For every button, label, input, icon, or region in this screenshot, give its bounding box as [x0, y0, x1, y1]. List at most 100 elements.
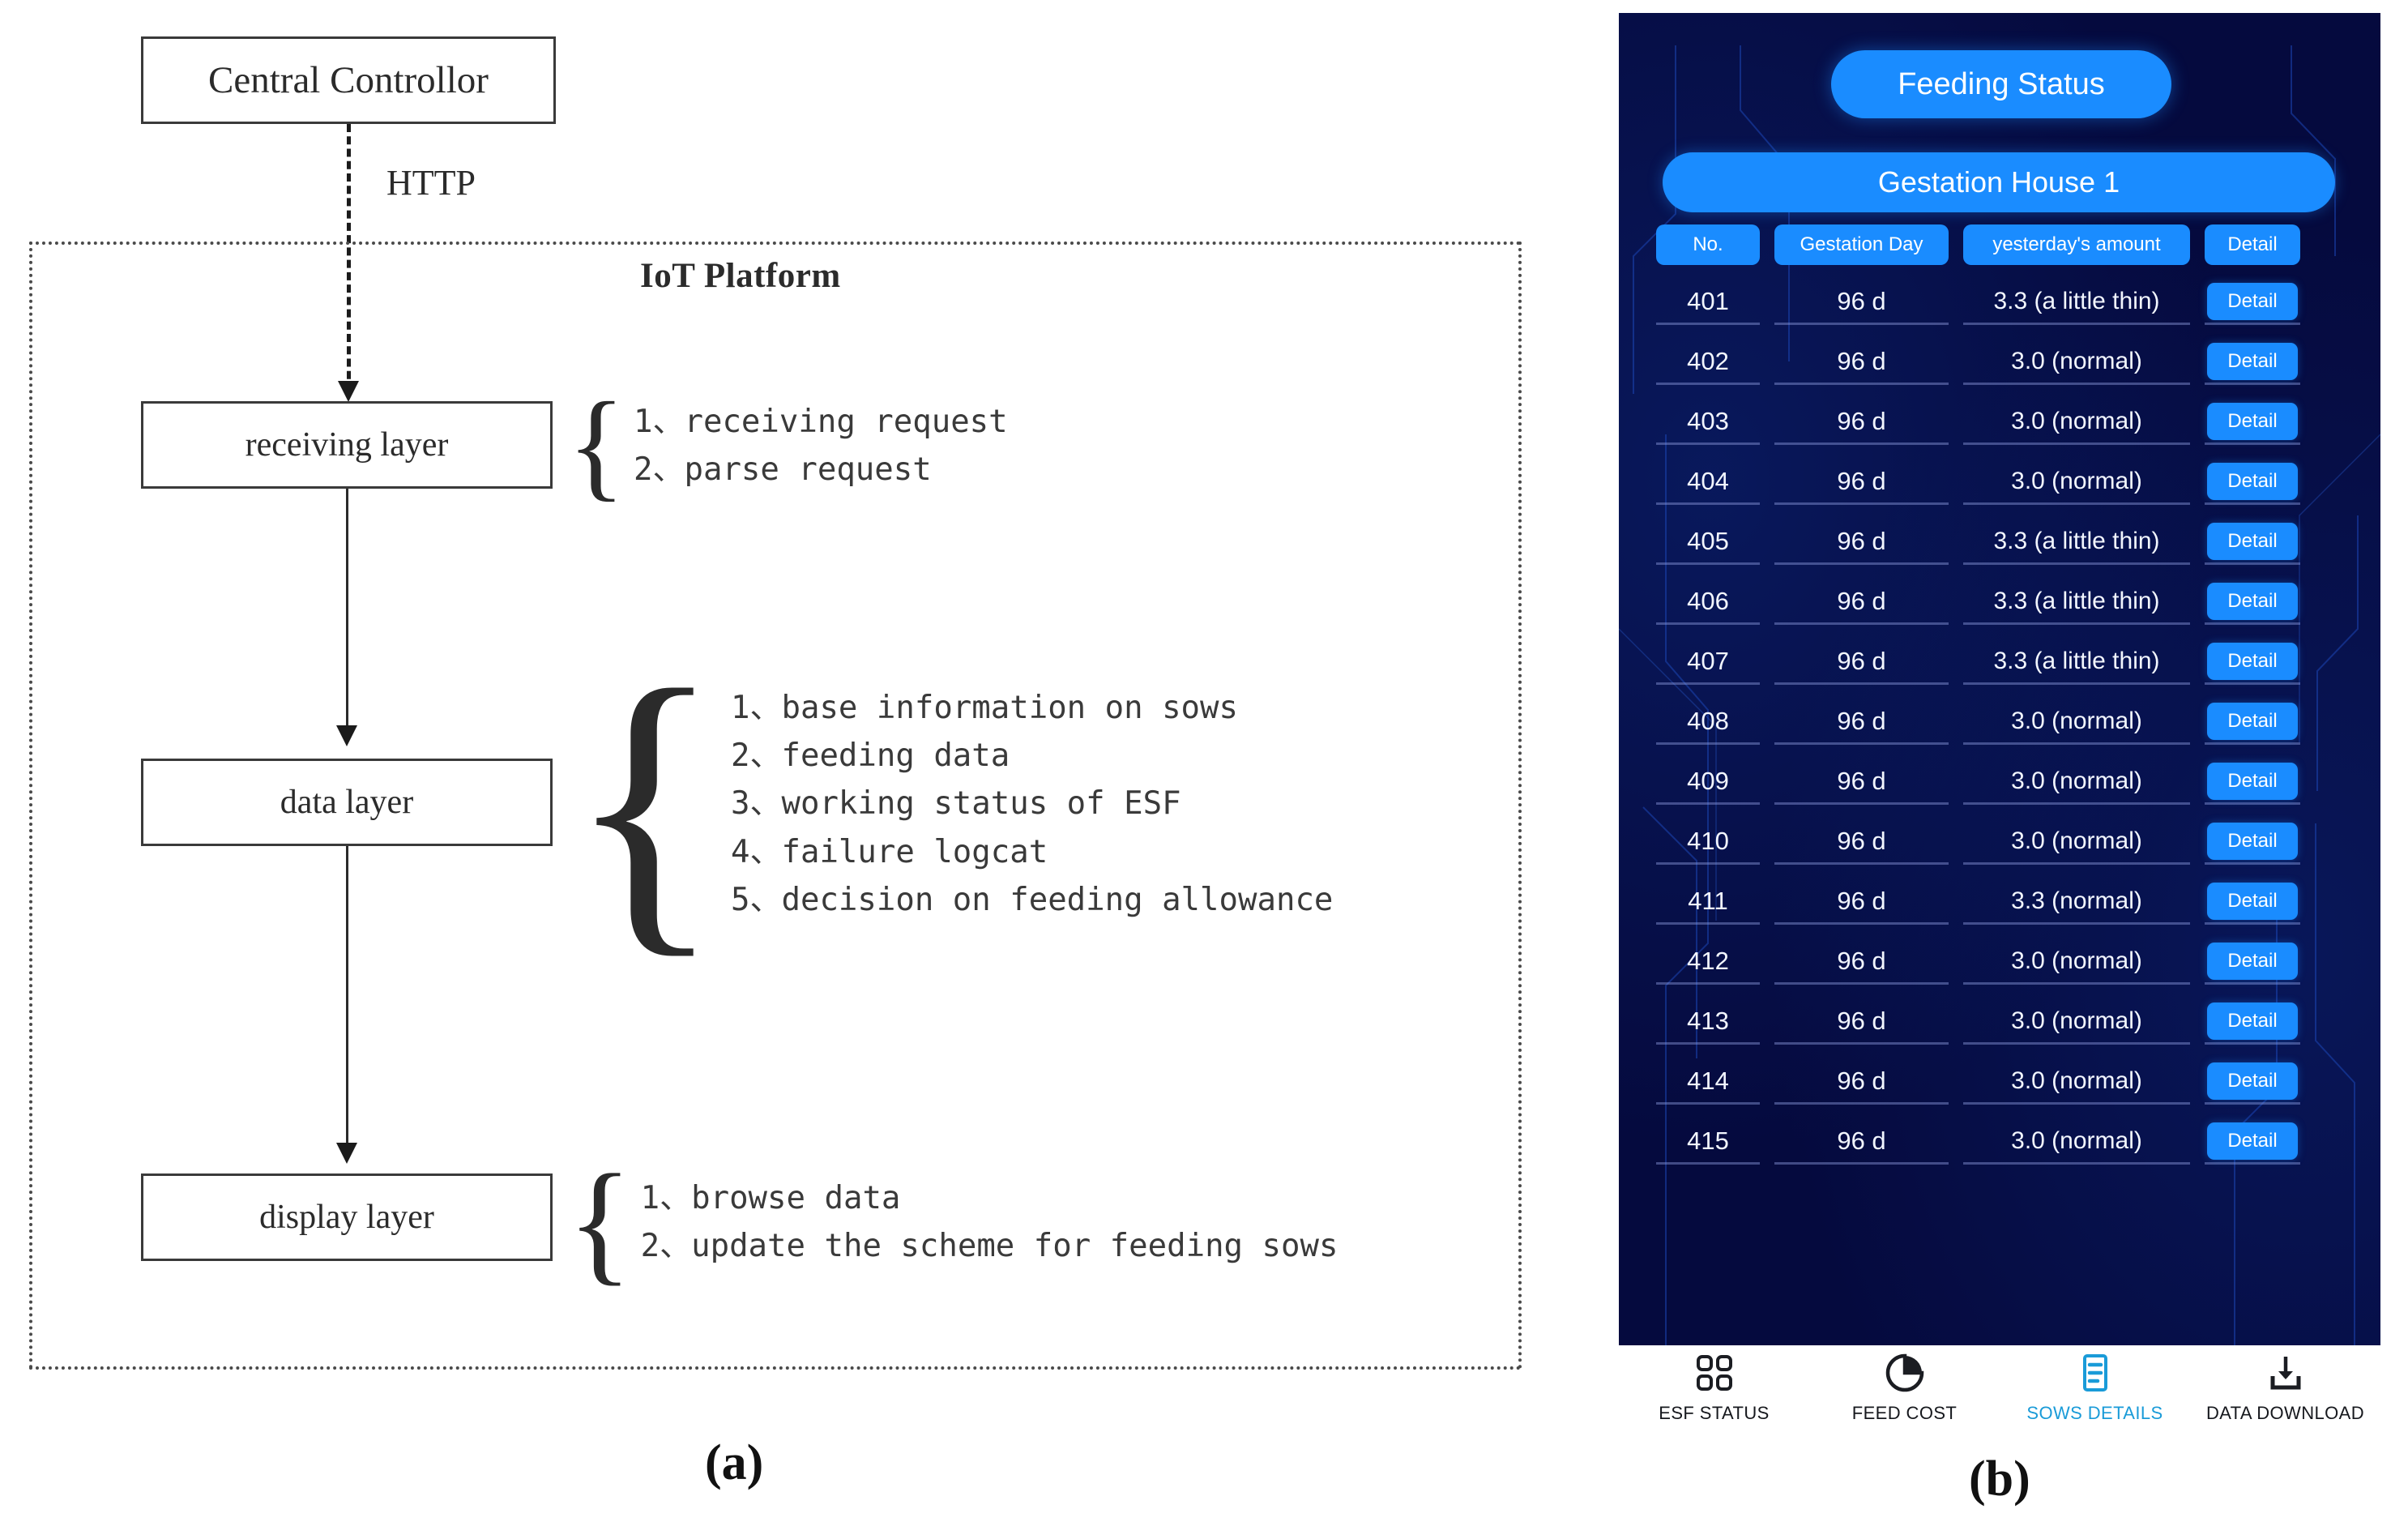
- receiving-layer-brace-group: { 1、receiving request 2、parse request: [567, 385, 1008, 506]
- detail-button[interactable]: Detail: [2207, 762, 2298, 800]
- cell-detail: Detail: [2205, 759, 2300, 805]
- receiving-layer-box: receiving layer: [141, 401, 553, 489]
- http-label: HTTP: [386, 163, 476, 203]
- detail-button[interactable]: Detail: [2207, 282, 2298, 320]
- cell-amount: 3.0 (normal): [1963, 400, 2190, 445]
- cell-day: 96 d: [1774, 460, 1949, 505]
- cell-day: 96 d: [1774, 879, 1949, 925]
- cell-detail: Detail: [2205, 460, 2300, 505]
- nav-label: DATA DOWNLOAD: [2205, 1403, 2365, 1423]
- detail-button[interactable]: Detail: [2207, 942, 2298, 980]
- cell-day: 96 d: [1774, 759, 1949, 805]
- detail-button[interactable]: Detail: [2207, 402, 2298, 440]
- cell-detail: Detail: [2205, 699, 2300, 745]
- table-row: 412 96 d 3.0 (normal) Detail: [1656, 932, 2345, 992]
- cell-no: 405: [1656, 519, 1760, 565]
- cell-amount: 3.3 (normal): [1963, 879, 2190, 925]
- nav-item-feed-cost[interactable]: FEED COST: [1820, 1353, 1990, 1424]
- nav-label: ESF STATUS: [1659, 1403, 1770, 1423]
- cell-amount: 3.0 (normal): [1963, 999, 2190, 1045]
- iot-platform-frame: [29, 242, 1522, 1370]
- cell-amount: 3.0 (normal): [1963, 340, 2190, 385]
- detail-button[interactable]: Detail: [2207, 342, 2298, 380]
- cell-no: 410: [1656, 819, 1760, 865]
- table-header-row: No. Gestation Day yesterday's amount Det…: [1656, 224, 2345, 266]
- receiving-layer-items: 1、receiving request 2、parse request: [634, 398, 1008, 494]
- cell-amount: 3.3 (a little thin): [1963, 639, 2190, 685]
- cell-detail: Detail: [2205, 1059, 2300, 1105]
- cell-detail: Detail: [2205, 819, 2300, 865]
- cell-detail: Detail: [2205, 400, 2300, 445]
- figure-caption-b: (b): [1969, 1451, 2030, 1507]
- detail-button[interactable]: Detail: [2207, 702, 2298, 740]
- cell-no: 412: [1656, 939, 1760, 985]
- column-header-gestation-day[interactable]: Gestation Day: [1774, 224, 1949, 265]
- cell-amount: 3.3 (a little thin): [1963, 579, 2190, 625]
- curly-brace-icon: {: [567, 1146, 633, 1297]
- cell-amount: 3.0 (normal): [1963, 460, 2190, 505]
- table-row: 402 96 d 3.0 (normal) Detail: [1656, 332, 2345, 392]
- detail-button[interactable]: Detail: [2207, 1122, 2298, 1160]
- detail-button[interactable]: Detail: [2207, 522, 2298, 560]
- column-header-yesterdays-amount[interactable]: yesterday's amount: [1963, 224, 2190, 265]
- cell-day: 96 d: [1774, 280, 1949, 325]
- nav-label: FEED COST: [1851, 1403, 1958, 1423]
- data-layer-brace-group: { 1、base information on sows 2、feeding d…: [567, 642, 1334, 966]
- mobile-app-screen: Feeding Status Gestation House 1 No. Ges…: [1619, 13, 2380, 1345]
- cell-no: 403: [1656, 400, 1760, 445]
- diagram-panel: Central Controllor HTTP IoT Platform rec…: [29, 36, 1522, 1370]
- cell-no: 411: [1656, 879, 1760, 925]
- detail-button[interactable]: Detail: [2207, 1062, 2298, 1100]
- cell-day: 96 d: [1774, 999, 1949, 1045]
- cell-no: 409: [1656, 759, 1760, 805]
- bottom-navigation-bar: ESF STATUS FEED COST SOWS DETAILS: [1619, 1345, 2380, 1452]
- detail-button[interactable]: Detail: [2207, 462, 2298, 500]
- cell-amount: 3.0 (normal): [1963, 819, 2190, 865]
- table-row: 403 96 d 3.0 (normal) Detail: [1656, 392, 2345, 452]
- cell-no: 402: [1656, 340, 1760, 385]
- nav-item-sows-details[interactable]: SOWS DETAILS: [2010, 1353, 2180, 1424]
- cell-no: 404: [1656, 460, 1760, 505]
- detail-button[interactable]: Detail: [2207, 822, 2298, 860]
- detail-button[interactable]: Detail: [2207, 582, 2298, 620]
- feeding-status-title-pill[interactable]: Feeding Status: [1831, 50, 2171, 118]
- cell-detail: Detail: [2205, 1119, 2300, 1165]
- cell-no: 406: [1656, 579, 1760, 625]
- cell-detail: Detail: [2205, 879, 2300, 925]
- nav-item-esf-status[interactable]: ESF STATUS: [1629, 1353, 1800, 1424]
- detail-button[interactable]: Detail: [2207, 882, 2298, 920]
- figure-caption-a: (a): [705, 1435, 764, 1490]
- table-row: 409 96 d 3.0 (normal) Detail: [1656, 752, 2345, 812]
- cell-detail: Detail: [2205, 639, 2300, 685]
- cell-day: 96 d: [1774, 340, 1949, 385]
- list-item: 5、decision on feeding allowance: [731, 881, 1334, 918]
- cell-no: 401: [1656, 280, 1760, 325]
- cell-day: 96 d: [1774, 519, 1949, 565]
- list-item: 3、working status of ESF: [731, 785, 1181, 823]
- curly-brace-icon: {: [567, 378, 625, 513]
- cell-amount: 3.0 (normal): [1963, 1059, 2190, 1105]
- http-arrowhead: [338, 381, 359, 402]
- gestation-house-selector[interactable]: Gestation House 1: [1663, 152, 2335, 212]
- table-row: 413 96 d 3.0 (normal) Detail: [1656, 992, 2345, 1052]
- cell-day: 96 d: [1774, 1119, 1949, 1165]
- list-item: 2、update the scheme for feeding sows: [640, 1228, 1338, 1264]
- column-header-no[interactable]: No.: [1656, 224, 1760, 265]
- cell-detail: Detail: [2205, 579, 2300, 625]
- data-to-display-arrowhead: [336, 1143, 357, 1164]
- cell-no: 408: [1656, 699, 1760, 745]
- table-row: 406 96 d 3.3 (a little thin) Detail: [1656, 572, 2345, 632]
- cell-detail: Detail: [2205, 519, 2300, 565]
- grid-four-icon: [1695, 1353, 1734, 1396]
- list-item: 1、receiving request: [634, 403, 1008, 440]
- cell-no: 414: [1656, 1059, 1760, 1105]
- detail-button[interactable]: Detail: [2207, 642, 2298, 680]
- nav-item-data-download[interactable]: DATA DOWNLOAD: [2201, 1353, 2371, 1424]
- detail-button[interactable]: Detail: [2207, 1002, 2298, 1040]
- display-layer-brace-group: { 1、browse data 2、update the scheme for …: [567, 1154, 1338, 1290]
- column-header-detail[interactable]: Detail: [2205, 224, 2300, 265]
- cell-detail: Detail: [2205, 340, 2300, 385]
- cell-day: 96 d: [1774, 579, 1949, 625]
- cell-no: 415: [1656, 1119, 1760, 1165]
- curly-brace-icon: {: [567, 624, 723, 983]
